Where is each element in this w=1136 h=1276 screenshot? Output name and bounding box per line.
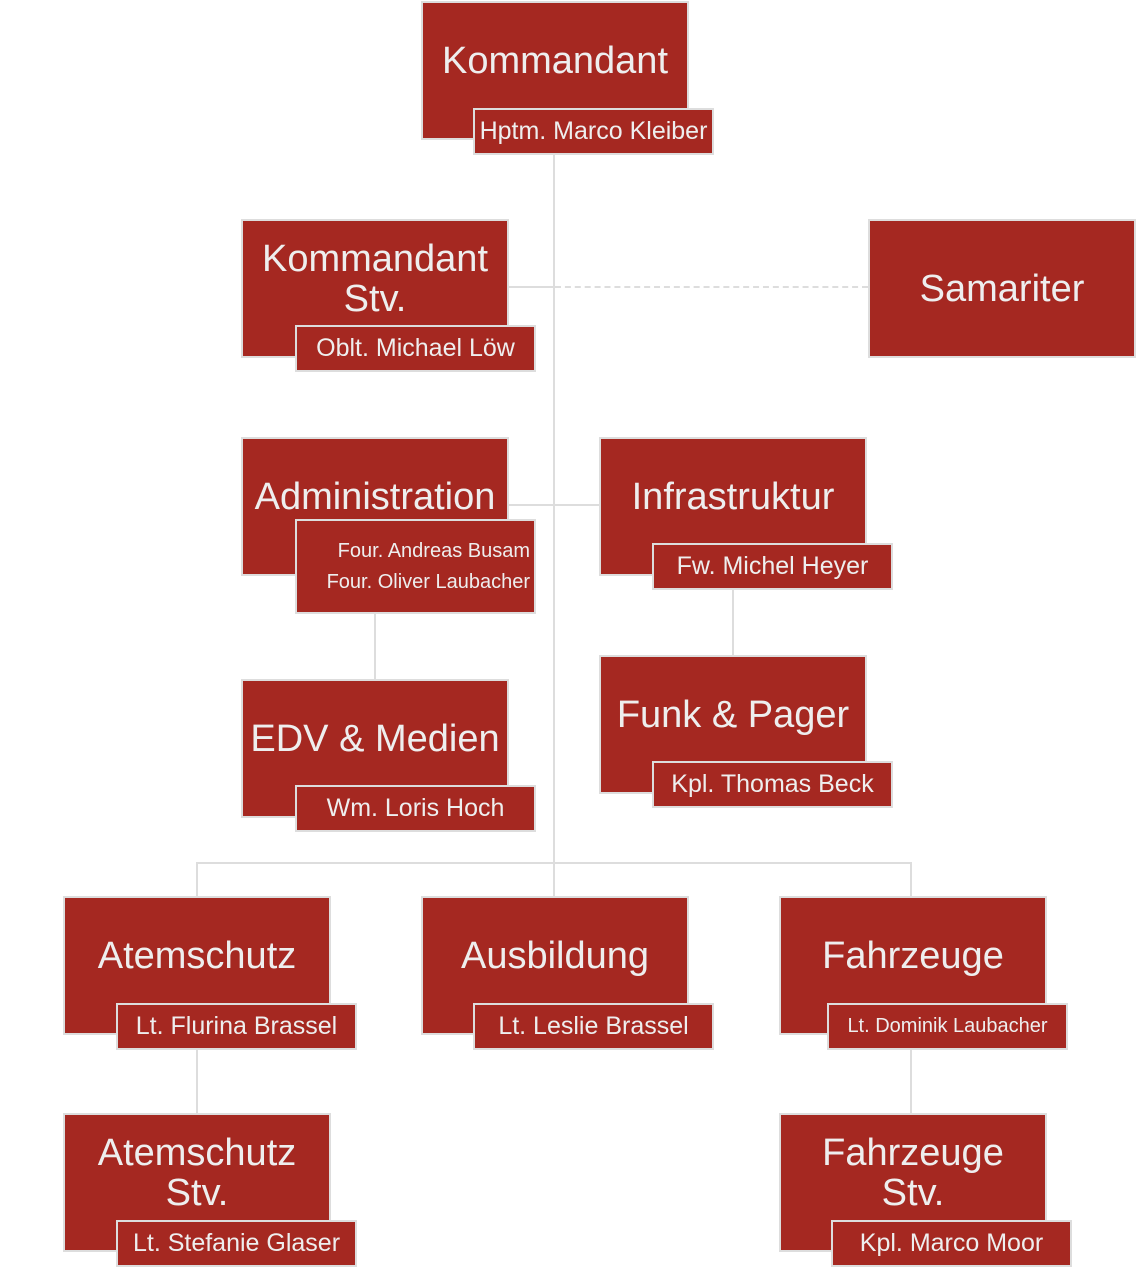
node-title: Kommandant bbox=[441, 40, 668, 82]
node-atemschutz: Atemschutz bbox=[63, 896, 331, 1035]
node-title: Samariter bbox=[919, 267, 1085, 310]
person-label: Lt. Stefanie Glaser bbox=[116, 1220, 357, 1267]
connector-main-vertical bbox=[553, 155, 555, 897]
person-name: Four. Andreas Busam bbox=[337, 539, 530, 562]
person-label: Lt. Dominik Laubacher bbox=[827, 1003, 1068, 1050]
node-funk-pager: Funk & Pager bbox=[599, 655, 867, 794]
person-label: Four. Andreas Busam Four. Oliver Laubach… bbox=[295, 519, 536, 614]
person-label: Wm. Loris Hoch bbox=[295, 785, 536, 832]
connector-stv bbox=[509, 286, 554, 288]
person-label: Kpl. Marco Moor bbox=[831, 1220, 1072, 1267]
person-label: Kpl. Thomas Beck bbox=[652, 761, 893, 808]
connector-atemschutz-stv bbox=[196, 1050, 198, 1114]
connector-fahrzeuge bbox=[910, 862, 912, 897]
person-label: Lt. Leslie Brassel bbox=[473, 1003, 714, 1050]
connector-admin-infra bbox=[509, 504, 599, 506]
node-samariter: Samariter bbox=[868, 219, 1136, 358]
node-title: Fahrzeuge bbox=[822, 935, 1004, 977]
node-title: Administration bbox=[254, 476, 496, 518]
connector-fahrzeuge-stv bbox=[910, 1050, 912, 1114]
person-label: Hptm. Marco Kleiber bbox=[473, 108, 714, 155]
connector-atemschutz bbox=[196, 862, 198, 897]
person-label: Oblt. Michael Löw bbox=[295, 325, 536, 372]
person-label: Lt. Flurina Brassel bbox=[116, 1003, 357, 1050]
node-edv-medien: EDV & Medien bbox=[241, 679, 509, 818]
person-label: Fw. Michel Heyer bbox=[652, 543, 893, 590]
node-title: Infrastruktur bbox=[631, 476, 835, 518]
connector-samariter-dashed bbox=[555, 286, 868, 288]
node-title: Ausbildung bbox=[460, 935, 650, 977]
node-title: EDV & Medien bbox=[250, 718, 500, 760]
node-title: Funk & Pager bbox=[616, 694, 850, 736]
node-title: Atemschutz bbox=[97, 935, 297, 977]
connector-bottom-horizontal bbox=[196, 862, 912, 864]
connector-admin-edv bbox=[374, 614, 376, 680]
connector-infra-funk bbox=[732, 590, 734, 656]
person-name: Four. Oliver Laubacher bbox=[326, 570, 530, 593]
